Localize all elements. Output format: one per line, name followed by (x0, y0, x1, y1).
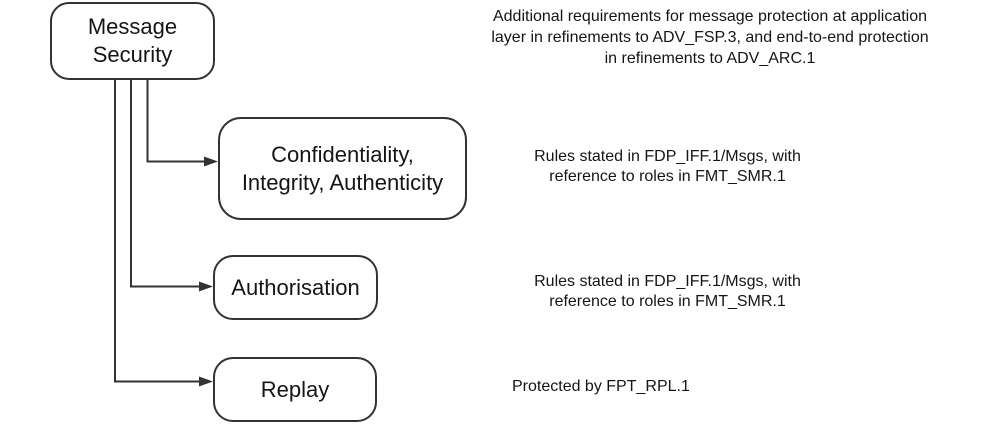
node-confidentiality-integrity-authenticity: Confidentiality, Integrity, Authenticity (218, 117, 467, 220)
arrowhead-authorisation (199, 281, 213, 292)
node-message-security: Message Security (50, 2, 215, 80)
node-replay: Replay (213, 357, 377, 422)
arrowhead-replay (199, 376, 213, 387)
node-authorisation: Authorisation (213, 255, 378, 320)
connector-confidentiality (146, 80, 218, 167)
arrowhead-confidentiality (204, 156, 218, 167)
node-replay-label: Replay (260, 376, 330, 402)
connector-replay (114, 80, 213, 387)
connector-authorisation (130, 80, 213, 292)
node-authorisation-label: Authorisation (231, 274, 360, 300)
node-confidentiality-label: Confidentiality, Integrity, Authenticity (241, 141, 444, 195)
note-authorisation: Rules stated in FDP_IFF.1/Msgs, with ref… (534, 273, 801, 310)
note-confidentiality: Rules stated in FDP_IFF.1/Msgs, with ref… (534, 148, 801, 185)
note-replay: Protected by FPT_RPL.1 (512, 378, 690, 395)
node-message-security-label: Message Security (87, 14, 178, 67)
note-message-security: Additional requirements for message prot… (491, 8, 929, 67)
